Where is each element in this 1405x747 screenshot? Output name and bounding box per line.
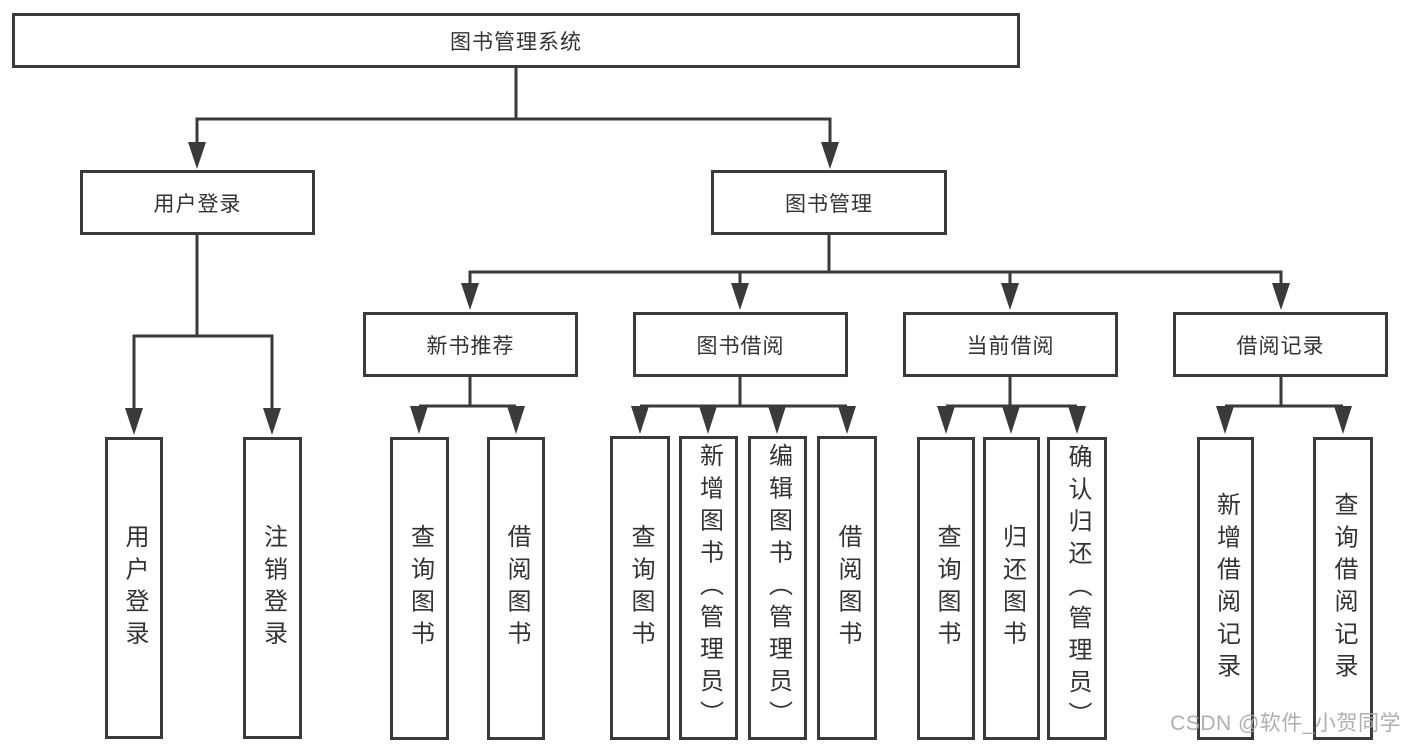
node-leaf-logout: 注销登录 bbox=[243, 437, 302, 739]
connector-user-login-split bbox=[125, 235, 281, 435]
node-root-library-system: 图书管理系统 bbox=[12, 13, 1020, 68]
csdn-watermark: CSDN @软件_小贺同学 bbox=[1170, 712, 1401, 735]
node-book-mgmt: 图书管理 bbox=[711, 170, 947, 235]
connector-book-mgmt-split bbox=[461, 235, 1290, 310]
connector-record-split bbox=[1216, 377, 1352, 434]
node-leaf-query-borrow-record: 查询借阅记录 bbox=[1313, 437, 1373, 740]
node-user-login: 用户登录 bbox=[80, 170, 315, 235]
node-leaf-borrow-books-recommend: 借阅图书 bbox=[487, 437, 545, 740]
node-leaf-query-books-current: 查询图书 bbox=[917, 437, 975, 740]
node-leaf-add-books-admin: 新增图书（管理员） bbox=[679, 436, 738, 740]
node-new-book-recommend: 新书推荐 bbox=[363, 312, 578, 377]
connector-recommend-split bbox=[410, 377, 525, 434]
node-current-borrow: 当前借阅 bbox=[903, 312, 1118, 377]
node-borrow-record: 借阅记录 bbox=[1173, 312, 1388, 377]
node-leaf-return-books: 归还图书 bbox=[983, 437, 1040, 740]
node-leaf-query-books-recommend: 查询图书 bbox=[390, 437, 449, 740]
connector-root-to-level2 bbox=[188, 68, 839, 169]
node-leaf-add-borrow-record: 新增借阅记录 bbox=[1197, 437, 1254, 740]
node-book-borrow: 图书借阅 bbox=[633, 312, 848, 377]
connector-borrow-split bbox=[631, 377, 856, 434]
node-leaf-user-login: 用户登录 bbox=[105, 437, 163, 739]
connector-current-split bbox=[937, 377, 1086, 434]
node-leaf-confirm-return-admin: 确认归还（管理员） bbox=[1047, 437, 1107, 740]
node-leaf-borrow-books: 借阅图书 bbox=[817, 436, 877, 740]
node-leaf-edit-books-admin: 编辑图书（管理员） bbox=[748, 436, 807, 740]
node-leaf-query-books-borrow: 查询图书 bbox=[610, 436, 670, 740]
